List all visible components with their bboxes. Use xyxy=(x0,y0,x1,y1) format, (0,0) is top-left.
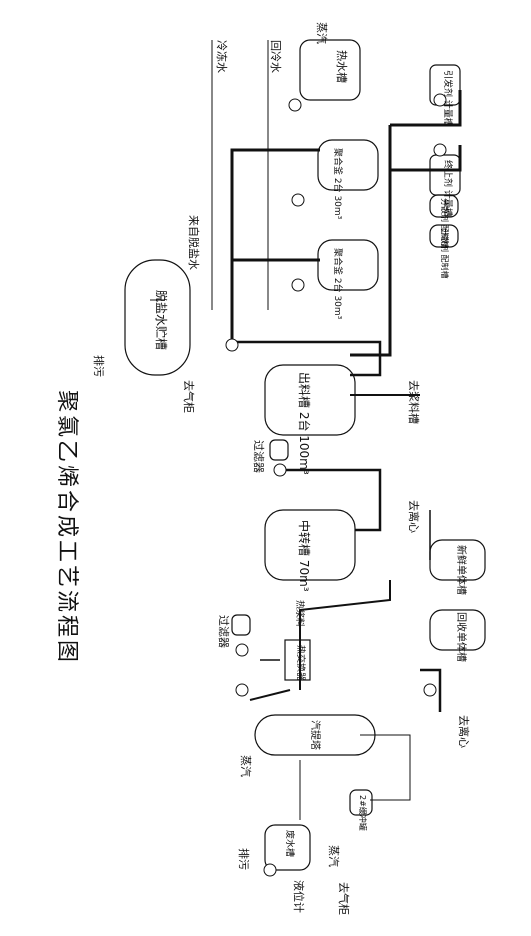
label-to-centrifuge-2: 去离心 xyxy=(457,715,471,748)
pump-icon xyxy=(288,98,302,112)
filter-2 xyxy=(231,614,251,636)
label-waste-water-tank: 废水槽 xyxy=(284,830,296,857)
label-hot-water-tank: 热水槽 xyxy=(335,50,348,83)
dispersant-tank-1 xyxy=(429,194,459,218)
label-outlet-tank: 出料槽 2台 100m³ xyxy=(297,372,312,475)
label-steam-bottom: 蒸汽 xyxy=(327,845,341,867)
label-dispersant-2: 分散剂 配制槽 xyxy=(440,228,450,279)
label-filter-1: 过滤器 xyxy=(252,440,265,473)
label-to-slurry: 去浆料槽 xyxy=(407,380,421,424)
outlet-tank xyxy=(264,364,356,436)
label-cold-water: 冷冻水 xyxy=(215,40,229,73)
labels: 聚氯乙烯合成工艺流程图 冷冻水 回冷水 蒸汽 热水槽 来自脱盐水 脱盐水贮槽 排… xyxy=(54,22,471,915)
label-steam-top: 蒸汽 xyxy=(315,22,329,44)
label-buffer-tank: 2#缓冲罐 xyxy=(358,795,368,831)
pump-icon xyxy=(291,278,305,292)
label-steam-mid: 蒸汽 xyxy=(239,755,253,777)
desalted-water-tank xyxy=(124,259,191,376)
label-initiator-tank: 引发剂 计量槽 xyxy=(442,70,454,127)
pump-icon xyxy=(433,143,447,157)
pumps xyxy=(225,93,447,877)
hot-water-tank xyxy=(299,39,361,101)
label-desalted-inlet: 来自脱盐水 xyxy=(187,215,201,270)
pump-icon xyxy=(291,193,305,207)
label-drain-1: 排污 xyxy=(92,355,106,377)
label-drain-2: 排污 xyxy=(237,848,251,870)
intermediate-tank xyxy=(264,509,356,581)
pump-icon xyxy=(423,683,437,697)
waste-water-tank xyxy=(264,824,311,871)
label-heat-exchanger: 热交换器 xyxy=(295,645,307,681)
buffer-tank xyxy=(349,789,373,816)
label-dispersant-1: 分散剂 配制槽 xyxy=(440,198,450,249)
label-level-gauge: 液位计 xyxy=(292,880,306,913)
polymerizer-2 xyxy=(317,239,379,291)
label-to-gas-holder-1: 去气柜 xyxy=(182,380,196,413)
label-reflux-water: 回冷水 xyxy=(269,40,282,73)
stripper xyxy=(254,714,376,756)
label-to-gas-holder-2: 去气柜 xyxy=(337,882,351,915)
label-polymerizer-1: 聚合釜 2台 30m³ xyxy=(332,148,344,220)
label-terminator-tank: 终止剂 计量槽 xyxy=(442,160,454,217)
vessels xyxy=(124,39,486,871)
pump-icon xyxy=(263,863,277,877)
pump-icon xyxy=(433,93,447,107)
label-fresh-vcm: 新鲜单体槽 xyxy=(455,545,468,595)
polymerizer-1 xyxy=(317,139,379,191)
fresh-vcm-tank xyxy=(429,539,486,581)
dispersant-tank-2 xyxy=(429,224,459,248)
pump-icon xyxy=(273,463,287,477)
recovered-vcm-tank xyxy=(429,609,486,651)
title: 聚氯乙烯合成工艺流程图 xyxy=(54,390,79,665)
label-stripper: 汽提塔 xyxy=(309,720,322,750)
pump-icon xyxy=(225,338,239,352)
label-filter-2: 过滤器 xyxy=(217,615,230,648)
filter-1 xyxy=(269,439,289,461)
label-polymerizer-2: 聚合釜 2台 30m³ xyxy=(332,248,344,320)
label-recovered-vcm: 回收单体槽 xyxy=(455,612,468,662)
pump-icon xyxy=(235,643,249,657)
label-desalted-tank: 脱盐水贮槽 xyxy=(154,290,169,350)
label-intermediate-tank: 中转槽 70m³ xyxy=(297,520,312,592)
initiator-tank xyxy=(429,64,461,106)
label-hot-slurry: 热浆料 xyxy=(294,600,306,627)
pump-icon xyxy=(235,683,249,697)
heat-exchanger xyxy=(284,639,311,681)
label-to-centrifuge-1: 去离心 xyxy=(407,500,421,533)
